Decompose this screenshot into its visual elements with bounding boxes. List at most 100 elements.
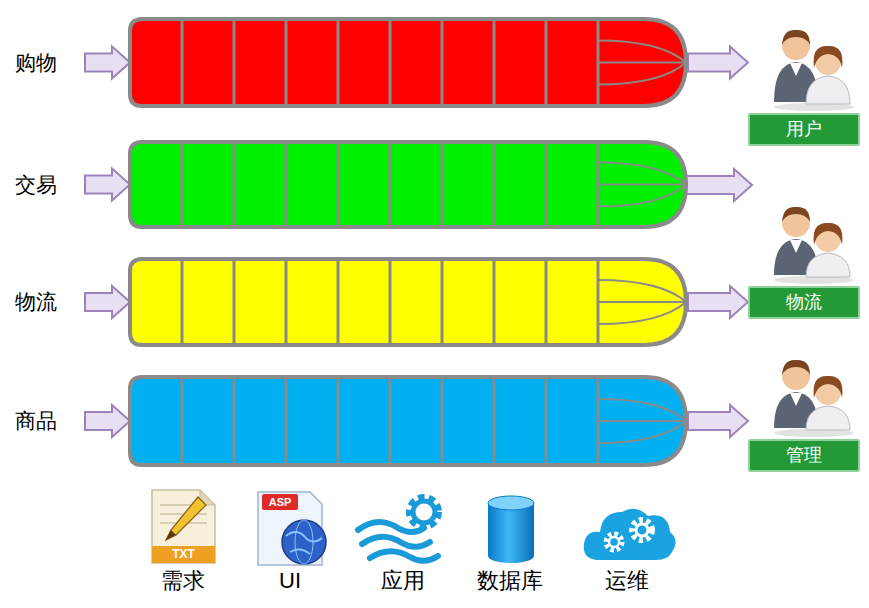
- segment-divider: [181, 142, 184, 227]
- txt-icon: [152, 490, 215, 563]
- segment-divider: [233, 19, 236, 106]
- layer-label: 需求: [161, 566, 205, 596]
- segment-divider: [389, 142, 392, 227]
- segment-divider: [389, 259, 392, 345]
- pipeline-band: 交易: [10, 138, 688, 231]
- layer-label: UI: [279, 566, 301, 596]
- pipeline-shape: [10, 138, 688, 231]
- segment-divider: [337, 377, 340, 465]
- pencil-tip: [166, 530, 176, 540]
- man-shirt: [790, 63, 802, 76]
- woman-body: [806, 253, 850, 277]
- pipeline-shape: [10, 15, 688, 110]
- role-label-box: 物流: [748, 286, 860, 319]
- segment-divider: [493, 259, 496, 345]
- segment-divider: [233, 142, 236, 227]
- flow-arrow: [688, 405, 748, 437]
- database-icon: [488, 496, 534, 563]
- pipeline-band: 商品: [10, 373, 688, 469]
- segment-divider: [181, 19, 184, 106]
- people-figure: [748, 18, 864, 110]
- role-box: 用户: [748, 18, 864, 146]
- segment-divider: [233, 259, 236, 345]
- pipeline-label: 交易: [10, 172, 57, 197]
- layer-label-holder: UI: [240, 566, 340, 596]
- txt-band: [152, 546, 215, 563]
- app-icon: [358, 498, 438, 561]
- ops-icon: [584, 509, 676, 560]
- segment-divider: [545, 142, 548, 227]
- man-shirt: [790, 393, 802, 406]
- pipeline-shape: [10, 255, 688, 349]
- input-arrow: [85, 169, 130, 201]
- flow-arrow-shape: [688, 47, 748, 79]
- segment-divider: [181, 377, 184, 465]
- layer-label: 应用: [381, 566, 425, 596]
- gear: [606, 534, 622, 550]
- pipeline-label: 商品: [10, 408, 57, 433]
- segment-divider: [493, 377, 496, 465]
- woman-hair: [814, 376, 843, 398]
- nose-curve: [598, 62, 686, 64]
- man-hair: [782, 30, 810, 45]
- segment-divider: [389, 377, 392, 465]
- nose-curve: [598, 399, 686, 421]
- people-figure: [748, 195, 864, 283]
- wave: [362, 537, 430, 547]
- segment-divider: [493, 142, 496, 227]
- input-arrow: [85, 286, 130, 318]
- flow-arrow-shape: [688, 286, 748, 318]
- segment-divider: [441, 142, 444, 227]
- layer-label-holder: 运维: [577, 566, 677, 596]
- gear: [632, 520, 652, 540]
- man-shirt: [790, 240, 802, 253]
- nose-curve: [598, 302, 686, 324]
- woman-body: [806, 406, 850, 430]
- gear-ring: [413, 501, 435, 523]
- woman-hair: [814, 223, 843, 245]
- role-label-box: 用户: [748, 113, 860, 146]
- icon-tag: ASP: [269, 494, 292, 510]
- man-hair: [782, 207, 810, 222]
- segment-divider: [233, 377, 236, 465]
- pipeline-body: [130, 19, 686, 106]
- nose-curve: [598, 301, 686, 303]
- nose-curve: [598, 280, 686, 302]
- flow-arrow-shape: [688, 405, 748, 437]
- woman-body: [806, 76, 850, 104]
- wave: [370, 551, 438, 561]
- role-label: 管理: [786, 445, 822, 467]
- nose-curve: [598, 184, 686, 186]
- segment-divider: [285, 377, 288, 465]
- pipeline-body: [130, 142, 686, 227]
- globe-land: [290, 549, 310, 554]
- gear-teeth: [410, 498, 438, 526]
- role-label-box: 管理: [748, 439, 860, 472]
- icon-tag: TXT: [172, 546, 195, 563]
- asp-tag: [262, 494, 298, 510]
- pipeline-label: 购物: [10, 50, 57, 75]
- segment-divider: [545, 19, 548, 106]
- pipeline-shape: [10, 373, 688, 469]
- layer-label-holder: 应用: [353, 566, 453, 596]
- segment-divider: [337, 259, 340, 345]
- cloud: [584, 509, 676, 560]
- flow-arrow: [688, 47, 748, 79]
- role-label: 用户: [786, 119, 822, 141]
- segment-divider: [545, 259, 548, 345]
- nose-curve: [598, 63, 686, 85]
- nose-curve: [598, 163, 686, 185]
- pipeline-label: 物流: [10, 289, 57, 314]
- globe-meridian: [295, 520, 313, 564]
- segment-divider: [285, 259, 288, 345]
- pipeline-body: [130, 259, 686, 345]
- nose-curve: [598, 185, 686, 207]
- pipeline-body: [130, 377, 686, 465]
- input-arrow: [85, 47, 130, 79]
- man-hair: [782, 360, 810, 375]
- layer-label-holder: 需求: [133, 566, 233, 596]
- document-page: [152, 490, 215, 563]
- pencil: [166, 497, 206, 540]
- nose-curve: [598, 420, 686, 422]
